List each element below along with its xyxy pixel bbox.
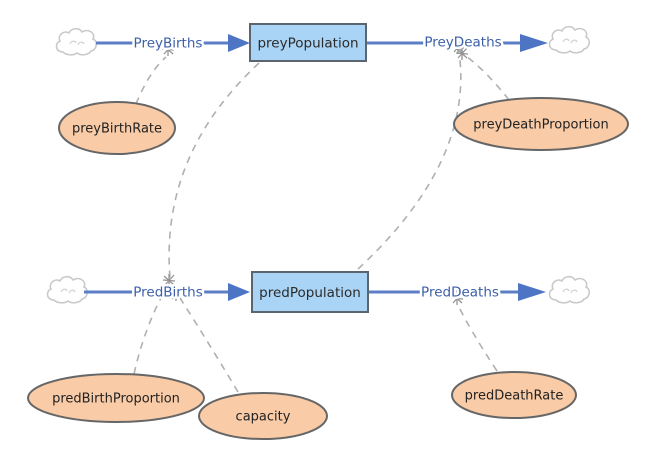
- flow-arrowhead-icon: [228, 34, 250, 52]
- flow-label[interactable]: PredBirths: [131, 282, 205, 303]
- cloud-icon[interactable]: [46, 275, 89, 304]
- variable-capacity[interactable]: capacity: [198, 392, 328, 440]
- flow-arrowhead-icon: [518, 283, 546, 301]
- flow-preddeaths[interactable]: PredDeaths: [368, 282, 546, 303]
- variable-label: predBirthProportion: [52, 392, 180, 407]
- variable-preddeathrate[interactable]: predDeathRate: [451, 371, 577, 419]
- flow-label[interactable]: PreyDeaths: [422, 32, 504, 53]
- variable-shape[interactable]: [58, 101, 176, 155]
- variable-predbirthproportion[interactable]: predBirthProportion: [27, 373, 205, 423]
- stock-label: preyPopulation: [257, 36, 358, 52]
- variable-label: preyDeathProportion: [473, 118, 608, 133]
- stock-box[interactable]: [249, 23, 367, 62]
- link-preypopulation-to-predbirths[interactable]: [168, 62, 260, 279]
- stock-label: predPopulation: [259, 285, 361, 301]
- variable-preybirthrate[interactable]: preyBirthRate: [58, 101, 176, 155]
- link-preddeathrate-to-preddeaths[interactable]: [457, 304, 498, 372]
- flow-preydeaths[interactable]: PreyDeaths: [366, 32, 548, 53]
- variable-shape[interactable]: [453, 97, 629, 151]
- link-preybirthrate-to-preybirths[interactable]: [135, 56, 167, 105]
- variable-shape[interactable]: [27, 373, 205, 423]
- variable-label: preyBirthRate: [72, 122, 162, 137]
- stock-preypopulation[interactable]: preyPopulation: [249, 23, 367, 62]
- flow-label[interactable]: PredDeaths: [419, 282, 502, 303]
- link-capacity-to-predbirths[interactable]: [179, 297, 239, 393]
- variable-shape[interactable]: [198, 392, 328, 440]
- cloud-icon[interactable]: [55, 27, 98, 56]
- link-preydeathproportion-to-preydeaths[interactable]: [465, 55, 510, 101]
- variable-preydeathproportion[interactable]: preyDeathProportion: [453, 97, 629, 151]
- variable-label: predDeathRate: [465, 389, 564, 404]
- link-predpopulation-to-preydeaths[interactable]: [357, 59, 462, 270]
- flow-predbirths[interactable]: PredBirths: [84, 282, 250, 303]
- stock-box[interactable]: [251, 271, 369, 313]
- cloud-icon[interactable]: [548, 275, 591, 304]
- flow-arrowhead-icon: [228, 283, 250, 301]
- stock-predpopulation[interactable]: predPopulation: [251, 271, 369, 313]
- variable-shape[interactable]: [451, 371, 577, 419]
- flow-label[interactable]: PreyBirths: [131, 33, 205, 54]
- flow-arrowhead-icon: [520, 34, 548, 52]
- link-predbirthproportion-to-predbirths[interactable]: [133, 295, 163, 375]
- variable-label: capacity: [236, 410, 291, 425]
- cloud-icon[interactable]: [548, 25, 591, 54]
- flow-preybirths[interactable]: PreyBirths: [96, 33, 250, 54]
